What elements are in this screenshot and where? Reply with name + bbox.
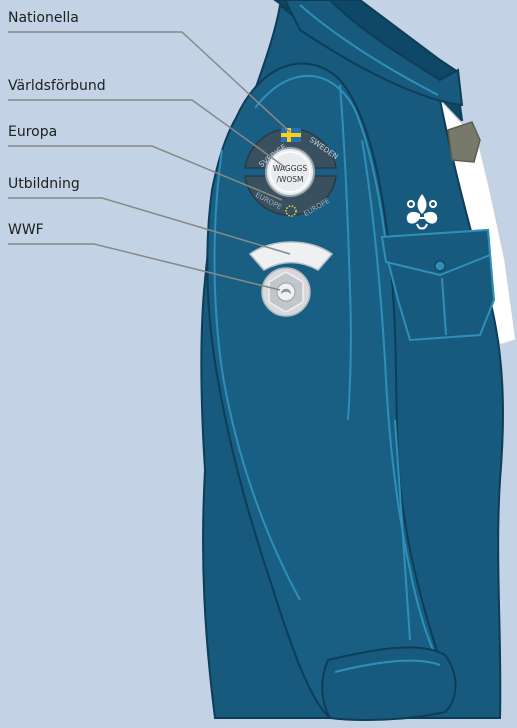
label-wwf: WWF <box>8 222 44 238</box>
wagggs-text: WAGGGS <box>273 164 307 173</box>
label-varldsforbund: Världsförbund <box>8 78 106 94</box>
label-europa: Europa <box>8 124 57 140</box>
label-utbildning: Utbildning <box>8 176 80 192</box>
wosm-text: /WOSM <box>276 175 303 184</box>
button-icon <box>435 261 445 271</box>
cuff <box>322 647 455 720</box>
wwf-badge-icon <box>262 268 310 316</box>
epaulette <box>448 122 480 162</box>
swedish-flag-icon <box>281 128 301 142</box>
label-nationella: Nationella <box>8 10 79 26</box>
